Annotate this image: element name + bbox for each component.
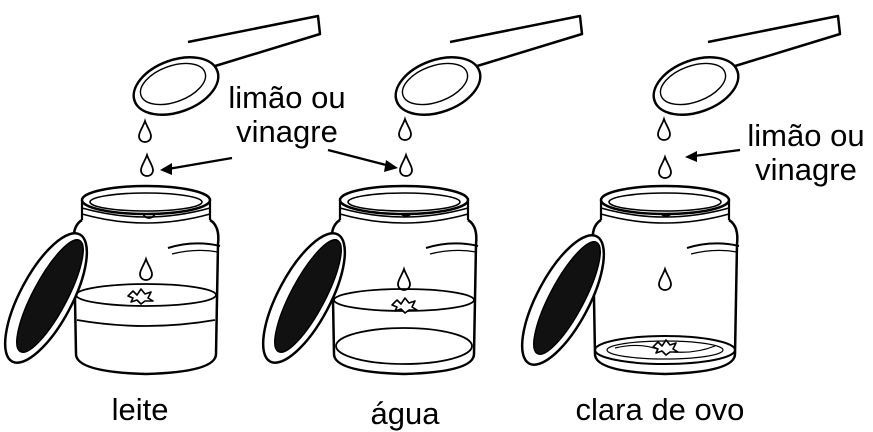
liquid-bottom bbox=[336, 328, 472, 364]
drop-icon bbox=[659, 157, 671, 178]
drop-icon bbox=[658, 119, 670, 140]
jar-egg-white bbox=[506, 16, 840, 376]
drop-icon bbox=[398, 269, 410, 290]
drop-icon bbox=[140, 259, 152, 280]
arrow-icon bbox=[160, 158, 232, 175]
lid-icon bbox=[247, 222, 361, 374]
arrow-icon bbox=[685, 150, 740, 162]
callout-left-line2: vinagre bbox=[222, 114, 352, 150]
caption-egg-white: clara de ovo bbox=[555, 392, 765, 428]
substance-icon bbox=[392, 298, 417, 313]
drop-icon bbox=[139, 121, 151, 142]
spoon-icon bbox=[388, 16, 582, 125]
lid-icon bbox=[506, 224, 620, 376]
drop-icon bbox=[400, 155, 412, 176]
caption-water: água bbox=[340, 396, 470, 432]
lid-icon bbox=[0, 222, 103, 374]
drop-icon bbox=[399, 119, 411, 140]
drop-icon bbox=[659, 269, 671, 290]
callout-right-line1: limão ou bbox=[744, 118, 868, 154]
arrow-icon bbox=[328, 150, 398, 172]
spoon-icon bbox=[646, 16, 840, 125]
callout-left-line1: limão ou bbox=[222, 80, 352, 116]
drop-icon bbox=[141, 155, 153, 176]
callout-right-line2: vinagre bbox=[744, 152, 868, 188]
substance-icon bbox=[653, 340, 678, 355]
substance-icon bbox=[128, 289, 153, 304]
liquid-bottom bbox=[77, 320, 215, 326]
caption-milk: leite bbox=[80, 392, 200, 428]
